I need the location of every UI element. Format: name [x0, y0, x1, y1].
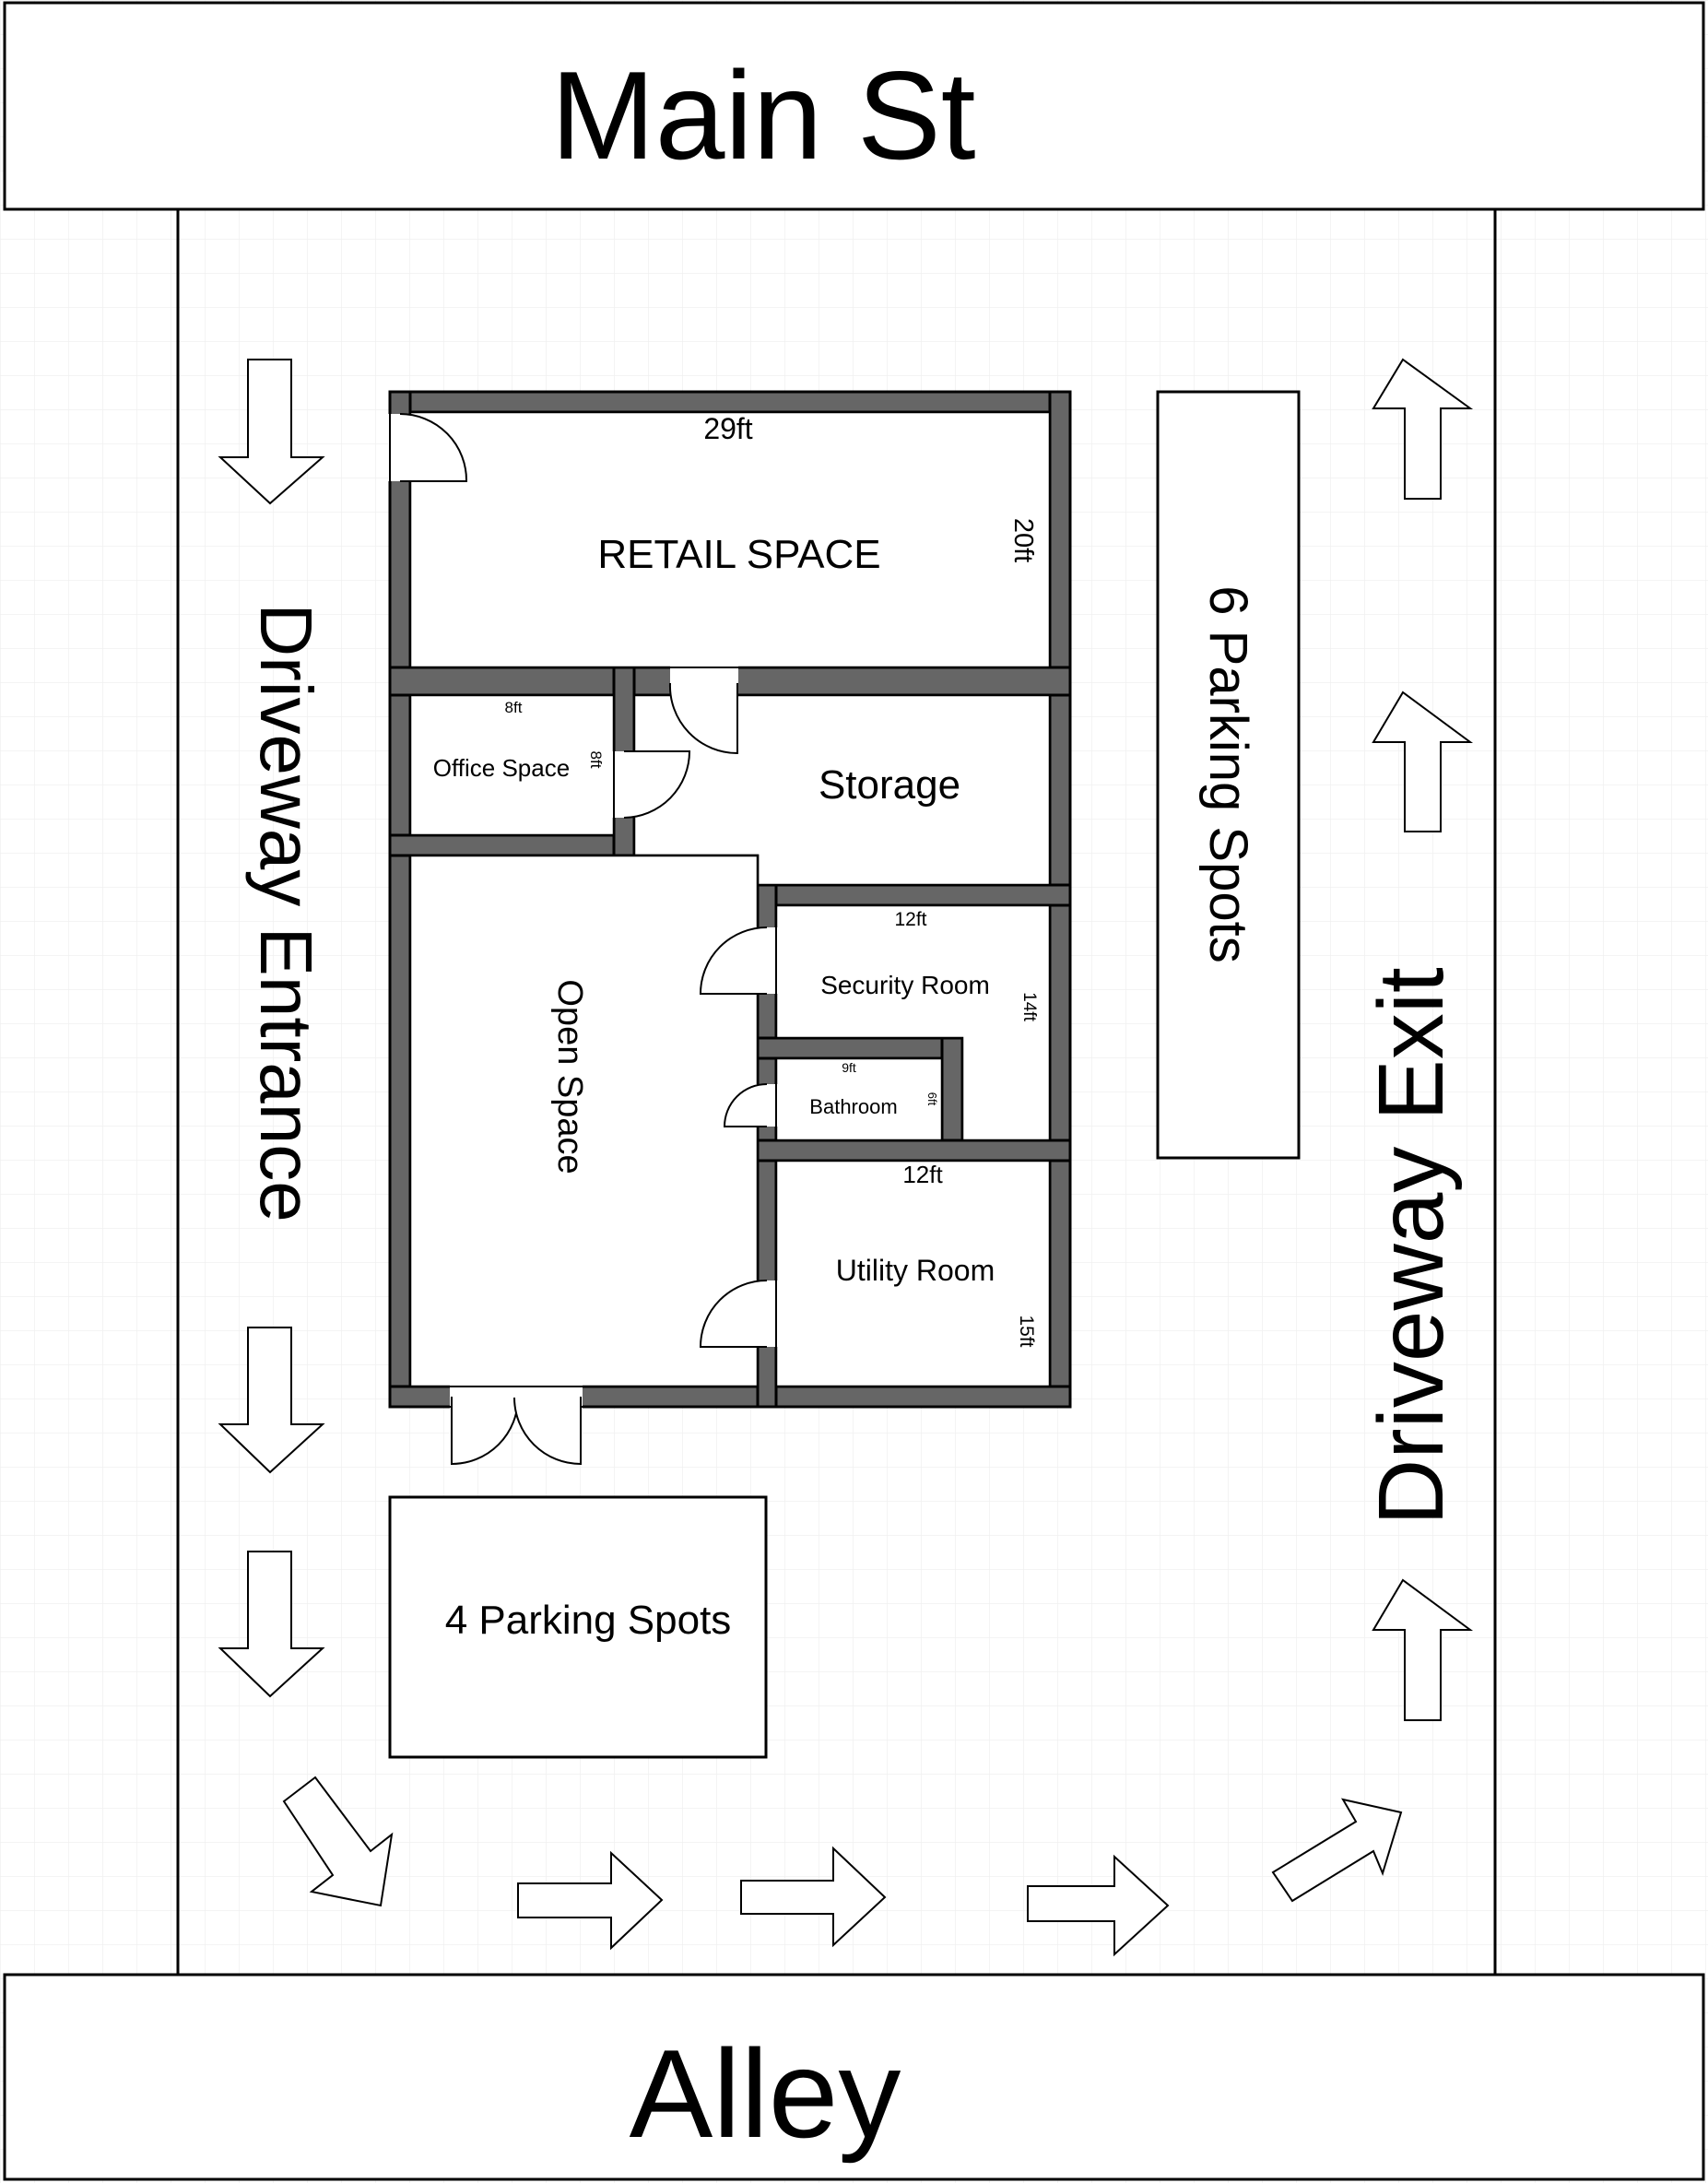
east-parking-label: 6 Parking Spots: [1198, 585, 1258, 962]
door-swing-icon: [668, 666, 738, 755]
hollow-arrow-icon: [218, 1551, 325, 1698]
bathroom-depth-label: 6ft: [925, 1092, 939, 1106]
hollow-arrow-icon: [218, 1327, 325, 1474]
utility-floor: [774, 1159, 1052, 1388]
south-parking-label: 4 Parking Spots: [445, 1598, 732, 1643]
hollow-arrow-icon: [1271, 1798, 1403, 1903]
hollow-arrow-icon: [740, 1846, 887, 1948]
wall-storage-south: [756, 883, 1072, 907]
wall-office-south: [388, 833, 636, 857]
office-space-label: Office Space: [433, 754, 570, 782]
door-swing-icon: [699, 1280, 778, 1348]
retail-space-label: RETAIL SPACE: [597, 532, 880, 577]
wall-north: [388, 390, 1072, 414]
bathroom-label: Bathroom: [809, 1095, 897, 1118]
utility-width-label: 12ft: [902, 1161, 943, 1188]
retail-width-label: 29ft: [703, 412, 752, 445]
office-depth-label: 8ft: [587, 751, 605, 769]
security-depth-label: 14ft: [1019, 992, 1039, 1021]
utility-depth-label: 15ft: [1016, 1315, 1037, 1347]
alley-label: Alley: [630, 2024, 901, 2164]
wall-security-south: [756, 1036, 964, 1060]
hollow-arrow-icon: [218, 359, 325, 505]
wall-bath-south: [756, 1139, 1072, 1162]
utility-room-label: Utility Room: [836, 1254, 995, 1287]
main-street-label: Main St: [550, 45, 975, 185]
wall-bath-east: [940, 1036, 964, 1157]
security-width-label: 12ft: [894, 909, 926, 930]
retail-floor: [408, 410, 1052, 669]
alley-band: [3, 1973, 1705, 2181]
driveway-entrance-label: Driveway Entrance: [245, 603, 327, 1221]
security-room-label: Security Room: [820, 971, 990, 999]
door-swing-icon: [388, 413, 468, 482]
bathroom-width-label: 9ft: [842, 1060, 856, 1075]
security-floor: [774, 903, 1052, 1142]
door-swing-icon: [612, 750, 691, 819]
hollow-arrow-icon: [1027, 1854, 1170, 1957]
traffic-arrows: [218, 358, 1474, 1957]
bathroom-floor: [774, 1056, 944, 1142]
door-swing-icon: [723, 1083, 778, 1127]
wall-west: [388, 390, 412, 1409]
main-street-band: [3, 1, 1705, 211]
hollow-arrow-icon: [1372, 1578, 1474, 1721]
hollow-arrow-icon: [282, 1776, 394, 1907]
hollow-arrow-icon: [517, 1850, 664, 1951]
storage-label: Storage: [819, 762, 960, 808]
south-parking-box: [388, 1495, 768, 1759]
doors: [388, 413, 778, 1466]
hollow-arrow-icon: [1372, 690, 1474, 832]
open-space-label: Open Space: [550, 979, 589, 1174]
retail-depth-label: 20ft: [1008, 518, 1038, 562]
east-parking-box: [1156, 390, 1301, 1160]
double-door-icon: [450, 1385, 583, 1466]
driveway-exit-label: Driveway Exit: [1360, 967, 1463, 1526]
office-floor: [408, 693, 616, 837]
hollow-arrow-icon: [1372, 358, 1474, 500]
office-width-label: 8ft: [505, 699, 523, 716]
open-space-floor: [408, 854, 760, 1388]
door-swing-icon: [699, 926, 778, 995]
